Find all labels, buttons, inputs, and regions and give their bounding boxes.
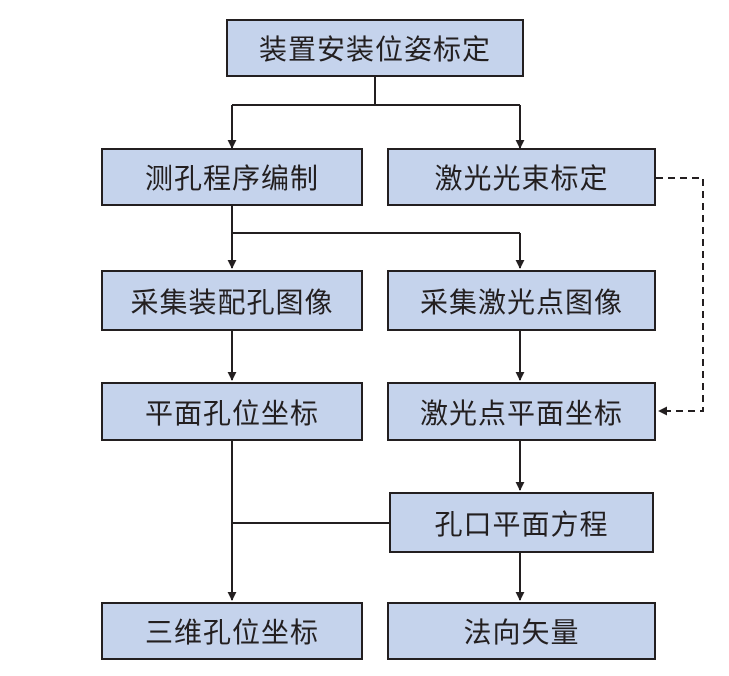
node-laser-calib-label: 激光光束标定 [434,162,609,195]
node-laser-plane: 激光点平面坐标 [387,382,656,441]
node-calib-pose-label: 装置安装位姿标定 [258,33,491,66]
node-capture-hole-label: 采集装配孔图像 [130,285,334,319]
node-hole-program: 测孔程序编制 [101,148,363,206]
node-laser-calib: 激光光束标定 [387,148,656,206]
edge-laser-calib-dashed [656,177,704,416]
node-hole-3d: 三维孔位坐标 [101,602,363,660]
node-normal-vec-label: 法向矢量 [463,616,580,649]
node-hole-program-label: 测孔程序编制 [144,162,319,195]
node-laser-plane-label: 激光点平面坐标 [419,396,623,430]
node-capture-laser: 采集激光点图像 [387,270,656,331]
node-hole-3d-label: 三维孔位坐标 [144,616,319,649]
node-hole-equation-label: 孔口平面方程 [434,507,609,541]
node-normal-vec: 法向矢量 [387,602,656,660]
node-hole-equation: 孔口平面方程 [389,492,654,553]
node-capture-hole: 采集装配孔图像 [101,270,363,331]
node-hole-plane: 平面孔位坐标 [101,382,363,441]
node-calib-pose: 装置安装位姿标定 [226,19,524,77]
node-capture-laser-label: 采集激光点图像 [419,285,623,319]
node-hole-plane-label: 平面孔位坐标 [144,396,319,430]
